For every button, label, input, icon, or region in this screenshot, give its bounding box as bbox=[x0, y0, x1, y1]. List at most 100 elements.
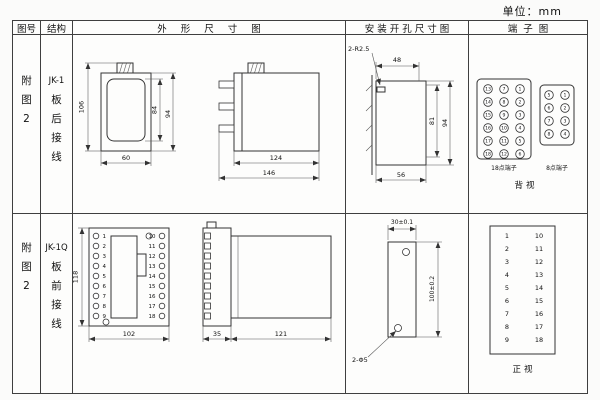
dim-label-30: 30±0.1 bbox=[391, 219, 413, 226]
terminal-circle bbox=[560, 103, 570, 113]
terminal-number: 15 bbox=[535, 297, 543, 305]
dim-label-124: 124 bbox=[270, 154, 282, 162]
dim-label-146: 146 bbox=[263, 169, 275, 177]
fig-char: 2 bbox=[23, 280, 30, 292]
terminal-circle bbox=[92, 282, 100, 290]
terminal-circle bbox=[499, 97, 509, 107]
terminal-circle bbox=[92, 242, 100, 250]
terminal-number: 17 bbox=[485, 139, 491, 145]
terminal-block-8: 5 1 6 2 7 3 8 4 bbox=[539, 84, 575, 146]
terminal-number: 12 bbox=[535, 258, 543, 266]
terminal-number: 1 bbox=[103, 234, 107, 240]
terminal-number: 18 bbox=[149, 314, 156, 320]
terminal-block-18: 13 7 1 14 8 2 15 9 3 16 10 4 17 11 5 18 bbox=[476, 78, 532, 160]
wiring-char: 后 bbox=[51, 113, 62, 125]
terminal-circle bbox=[515, 97, 525, 107]
row1-structure: JK-1 板 后 接 线 bbox=[41, 35, 73, 214]
fig-char: 图 bbox=[21, 261, 32, 273]
terminal-circle bbox=[544, 129, 554, 139]
terminal-circle bbox=[483, 110, 493, 120]
terminal-number: 11 bbox=[149, 244, 156, 250]
terminal-number: 13 bbox=[485, 87, 491, 93]
fig-char: 附 bbox=[21, 75, 32, 87]
terminal-number: 14 bbox=[485, 100, 491, 106]
model-label: JK-1 bbox=[48, 76, 65, 86]
terminal-circle bbox=[92, 272, 100, 280]
terminal-circle bbox=[544, 116, 554, 126]
terminal-circle bbox=[158, 232, 166, 240]
unit-label: 单位：mm bbox=[502, 5, 562, 18]
terminal-circle bbox=[560, 116, 570, 126]
front-view-jk1q: 1 2 3 4 5 6 7 8 9 10 11 12 13 14 15 16 1 bbox=[88, 227, 170, 327]
header-install: 安装开孔尺寸图 bbox=[346, 21, 469, 35]
terminal-circle bbox=[92, 262, 100, 270]
mount-hole bbox=[402, 248, 410, 256]
terminal-number: 6 bbox=[519, 152, 522, 158]
outline-drawing-jk1q: 1 2 3 4 5 6 7 8 9 10 11 12 13 14 15 16 1 bbox=[73, 221, 332, 342]
terminal-number: 9 bbox=[503, 113, 506, 119]
header-structure: 结构 bbox=[41, 21, 73, 35]
terminal-number: 4 bbox=[564, 132, 567, 138]
wiring-char: 前 bbox=[51, 280, 62, 292]
row1-outline-cell: 106 84 94 60 bbox=[73, 35, 346, 214]
terminal-circle bbox=[515, 136, 525, 146]
terminal-number: 3 bbox=[519, 113, 522, 119]
terminal-circle bbox=[158, 302, 166, 310]
terminal-stud bbox=[204, 282, 211, 290]
view-label-front: 正视 bbox=[512, 364, 535, 375]
terminal-number: 13 bbox=[149, 264, 156, 270]
terminal-circle bbox=[483, 84, 493, 94]
terminal-stud bbox=[204, 292, 211, 300]
dim-48: 48 bbox=[375, 56, 420, 81]
terminal-number: 17 bbox=[535, 323, 543, 331]
row1-terminal-cell: 13 7 1 14 8 2 15 9 3 16 10 4 17 11 5 18 bbox=[469, 35, 587, 214]
terminal-number: 5 bbox=[548, 93, 551, 99]
terminal-number: 7 bbox=[505, 310, 509, 318]
view-label-rear: 背视 bbox=[514, 180, 537, 191]
front-view-jk1 bbox=[100, 62, 152, 152]
terminal-number: 2 bbox=[505, 245, 509, 253]
dim-label-94: 94 bbox=[441, 119, 449, 127]
terminal-circle bbox=[515, 149, 525, 159]
dim-label-118: 118 bbox=[73, 271, 80, 283]
model-label: JK-1Q bbox=[45, 243, 68, 253]
terminal-circle bbox=[158, 262, 166, 270]
row1-install-cell: 2-R2.5 48 81 94 bbox=[346, 35, 469, 214]
terminal-number: 7 bbox=[103, 294, 107, 300]
hole-note-label: 2-R2.5 bbox=[348, 45, 369, 53]
terminal-number: 1 bbox=[564, 93, 567, 99]
terminal-circle bbox=[499, 149, 509, 159]
row2-fig-no: 附 图 2 bbox=[13, 214, 41, 393]
terminal-circle bbox=[92, 302, 100, 310]
dim-102: 102 bbox=[88, 326, 170, 342]
header-terminal: 端子图 bbox=[469, 21, 587, 35]
terminal-circle bbox=[483, 97, 493, 107]
header-outline: 外形尺寸图 bbox=[73, 21, 346, 35]
wiring-char: 线 bbox=[51, 318, 62, 330]
dim-84: 84 bbox=[145, 78, 163, 142]
outline-drawing-jk1: 106 84 94 60 bbox=[78, 62, 320, 181]
install-drawing-jk1: 2-R2.5 48 81 94 bbox=[348, 45, 454, 183]
terminal-number: 8 bbox=[505, 323, 509, 331]
dim-label-35: 35 bbox=[213, 330, 221, 338]
terminal-number: 2 bbox=[103, 244, 107, 250]
terminal-number: 12 bbox=[149, 254, 156, 260]
terminal-number: 1 bbox=[519, 87, 522, 93]
row2-structure: JK-1Q 板 前 接 线 bbox=[41, 214, 73, 393]
terminal-circle bbox=[483, 123, 493, 133]
terminal-stud bbox=[204, 252, 211, 260]
side-view-jk1q bbox=[202, 221, 332, 327]
terminal-stud bbox=[218, 102, 235, 111]
terminal-circle bbox=[158, 272, 166, 280]
terminal-stud bbox=[204, 312, 211, 320]
terminal-circle bbox=[560, 129, 570, 139]
dim-label-48: 48 bbox=[393, 56, 401, 64]
terminal-number: 2 bbox=[564, 106, 567, 112]
terminal-circle bbox=[560, 90, 570, 100]
terminal-circle bbox=[499, 136, 509, 146]
terminal-number: 14 bbox=[149, 274, 156, 280]
screw-hole bbox=[102, 318, 110, 326]
terminal-number: 7 bbox=[503, 87, 506, 93]
